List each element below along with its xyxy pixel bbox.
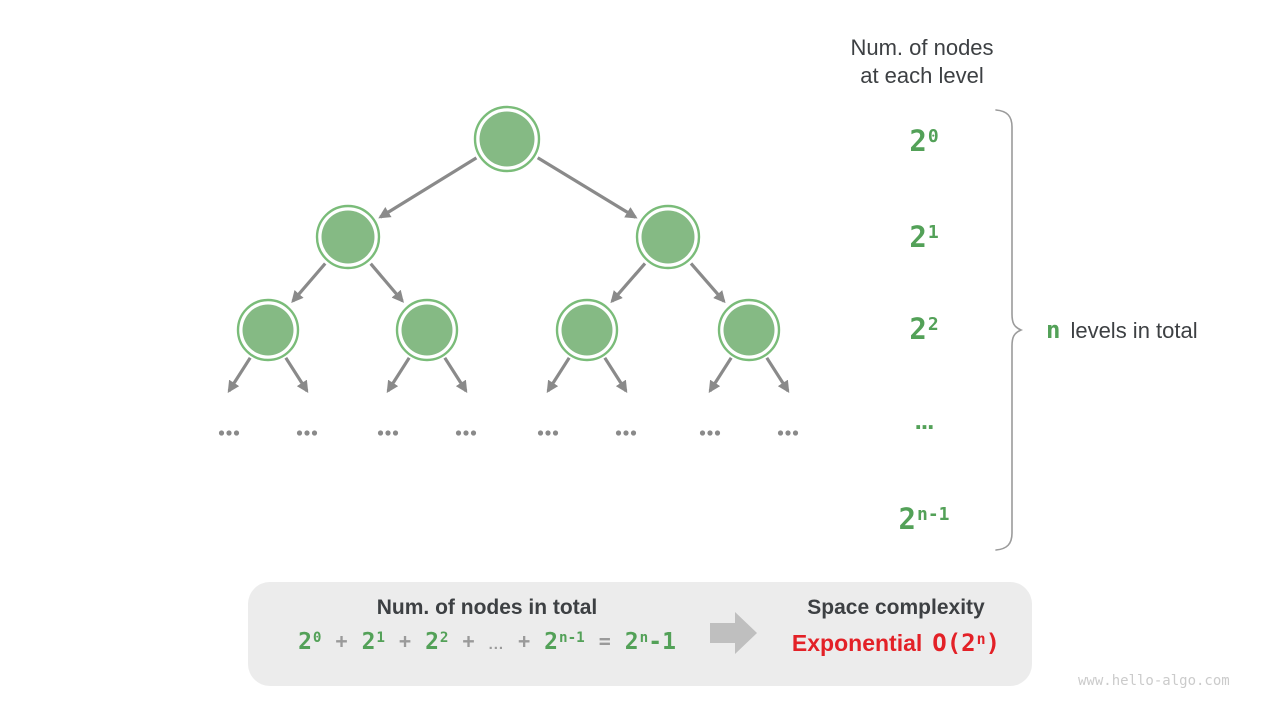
- ellipsis-dots: [296, 430, 318, 436]
- total-nodes-formula: 20 +21 +22 +... +2n-1 = 2n-1: [248, 629, 726, 655]
- tree-edge-arrow: [378, 156, 478, 219]
- implies-arrow-icon: [710, 612, 757, 654]
- n-variable: n: [1046, 316, 1061, 344]
- tree-node: [242, 304, 294, 356]
- ellipsis-dots: [218, 430, 240, 436]
- tree-node: [321, 210, 375, 264]
- level-label-2: 22: [909, 312, 939, 346]
- formula-operator: =: [598, 629, 611, 653]
- formula-term: 2n-1: [544, 629, 585, 655]
- formula-term: 22: [425, 629, 449, 655]
- tree-edge-arrow: [765, 356, 790, 394]
- tree-edge-arrow: [708, 356, 733, 394]
- column-header-line2: at each level: [860, 63, 984, 88]
- summary-right-column: Space complexity Exponential O(2n): [768, 582, 1024, 686]
- tree-edge-arrow: [369, 262, 404, 303]
- tree-node: [641, 210, 695, 264]
- summary-left-column: Num. of nodes in total 20 +21 +22 +... +2n-1…: [248, 582, 726, 686]
- tree-node: [479, 111, 535, 167]
- curly-brace: [995, 109, 1024, 551]
- formula-term: 21: [361, 629, 386, 655]
- summary-box: Num. of nodes in total 20 +21 +22 +... +2n-1…: [248, 582, 1032, 686]
- tree-node: [723, 304, 775, 356]
- level-label-n-1: 2n-1: [898, 502, 950, 536]
- formula-operator: +: [462, 629, 475, 653]
- complexity-word: Exponential: [791, 630, 923, 656]
- column-header-line1: Num. of nodes: [850, 35, 994, 60]
- big-o-notation: O(2n): [932, 629, 1001, 657]
- level-label-1: 21: [909, 220, 939, 254]
- formula-operator: +: [399, 629, 412, 653]
- tree-edge-arrow: [610, 262, 647, 304]
- ellipsis-dots: [777, 430, 799, 436]
- level-label-ellipsis: ...: [914, 404, 935, 435]
- tree-edge-arrow: [227, 356, 252, 394]
- tree-edge-arrow: [386, 356, 411, 394]
- ellipsis-dots: [699, 430, 721, 436]
- formula-operator: ...: [488, 636, 505, 653]
- formula-term: 2n-1: [624, 629, 676, 655]
- formula-term: 20: [298, 629, 322, 655]
- total-nodes-title: Num. of nodes in total: [376, 596, 598, 619]
- ellipsis-dots: [377, 430, 399, 436]
- watermark: www.hello-algo.com: [1078, 673, 1230, 689]
- tree-node: [561, 304, 613, 356]
- ellipsis-dots: [537, 430, 559, 436]
- ellipsis-dots: [455, 430, 477, 436]
- tree-edge-arrow: [536, 156, 638, 219]
- tree-edge-arrow: [443, 356, 468, 394]
- column-header: Num. of nodes at each level: [850, 34, 993, 90]
- formula-operator: +: [518, 629, 531, 653]
- tree-edge-arrow: [546, 356, 571, 394]
- ellipsis-dots: [615, 430, 637, 436]
- tree-edge-arrow: [284, 356, 309, 394]
- tree-edge-arrow: [603, 356, 628, 394]
- tree-edge-arrow: [689, 262, 726, 304]
- complexity-value: Exponential O(2n): [768, 629, 1024, 657]
- space-complexity-title: Space complexity: [807, 596, 985, 619]
- tree-edge-arrow: [291, 262, 327, 304]
- level-label-0: 20: [909, 124, 939, 158]
- tree-node: [401, 304, 453, 356]
- formula-operator: +: [335, 629, 348, 653]
